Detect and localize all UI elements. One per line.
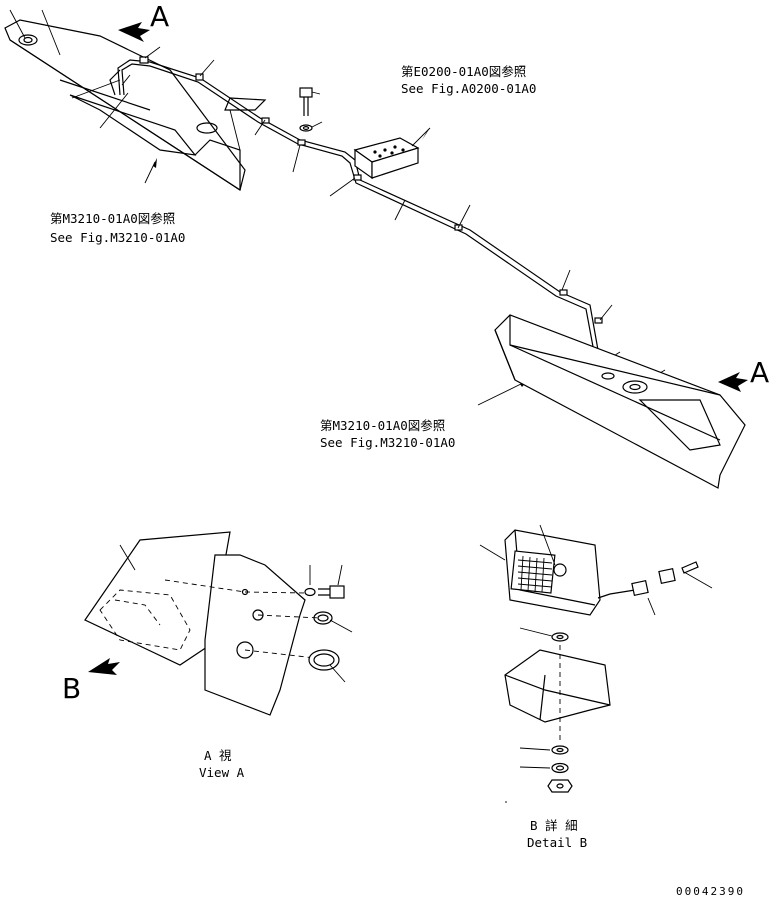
ref-left-en: See Fig.M3210-01A0 [50,230,185,245]
wire-harness [109,56,636,390]
ref-top-jp: 第E0200-01A0図参照 [401,64,526,79]
view-b-marker: B [62,672,81,705]
view-a-caption-en: View A [199,765,245,780]
ref-right-jp: 第M3210-01A0図参照 [320,418,445,433]
detail-b-caption-en: Detail B [527,835,587,850]
right-fender [494,314,746,489]
view-a-caption-jp: A 視 [204,748,232,763]
view-a-marker-top: A [150,0,169,33]
drawing-code: 00042390 [676,885,745,898]
view-a-drawing [84,531,353,716]
ref-left-jp: 第M3210-01A0図参照 [50,211,175,226]
left-fender [4,19,267,191]
detail-b-caption-jp: B 詳 細 [530,818,578,833]
view-a-arrow-top [118,22,150,42]
detail-b-drawing [479,524,713,803]
view-b-arrow [88,658,120,675]
view-a-marker-right: A [750,356,769,389]
view-a-arrow-right [718,372,748,392]
ref-right-en: See Fig.M3210-01A0 [320,435,455,450]
ref-top-en: See Fig.A0200-01A0 [401,81,536,96]
